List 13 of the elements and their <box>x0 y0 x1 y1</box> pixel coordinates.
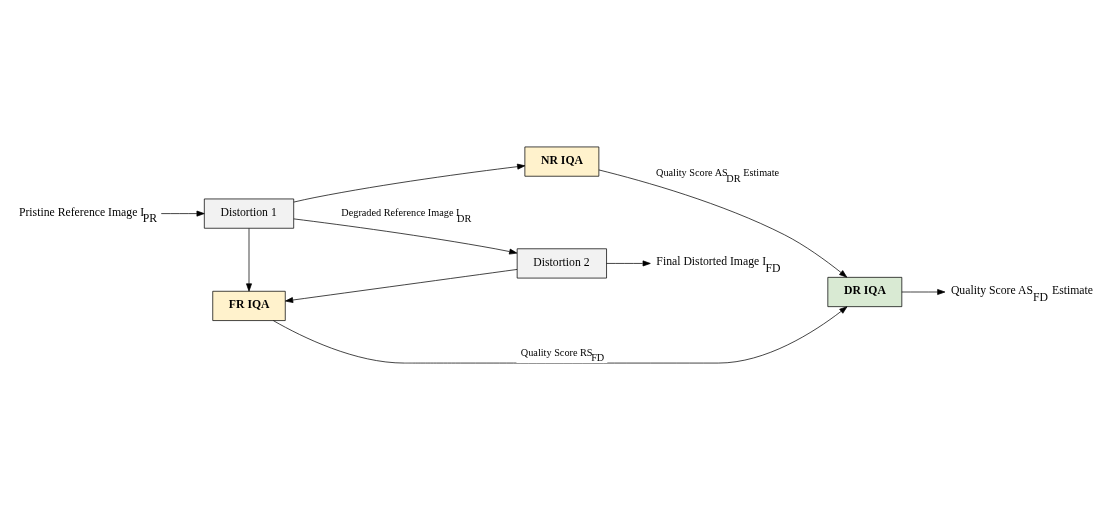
arrow <box>293 218 518 255</box>
arrow <box>901 289 946 295</box>
node-box: DR IQA <box>827 277 903 307</box>
node-box: Distortion 2 <box>516 248 607 279</box>
arrow <box>246 228 252 292</box>
arrow <box>285 269 518 303</box>
arrow <box>293 163 526 203</box>
arrow <box>606 260 651 267</box>
arrow <box>598 169 848 278</box>
node-box: NR IQA <box>524 146 600 177</box>
node-box: FR IQA <box>212 290 286 321</box>
arrow <box>160 210 205 217</box>
node-box: Distortion 1 <box>203 198 295 229</box>
